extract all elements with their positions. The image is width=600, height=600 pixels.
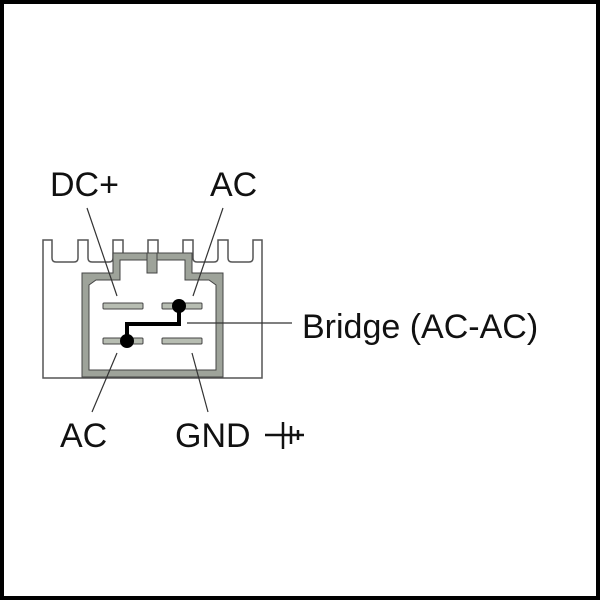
leader-ac-top xyxy=(192,207,224,297)
jumper-dot-bottom xyxy=(120,334,134,348)
label-bridge: Bridge (AC-AC) xyxy=(302,308,538,346)
housing-key xyxy=(146,252,158,274)
ground-symbol-icon xyxy=(265,422,304,449)
label-gnd: GND xyxy=(175,417,251,455)
pin-gnd xyxy=(161,337,203,345)
label-ac-top: AC xyxy=(210,166,257,204)
bridge-jumper-wire xyxy=(125,306,181,341)
leader-lines xyxy=(86,207,292,413)
leader-ac-bottom xyxy=(91,352,118,413)
label-ac-bottom: AC xyxy=(60,417,107,455)
pin-dc-plus xyxy=(102,302,144,310)
leader-gnd xyxy=(191,352,209,413)
leader-dc-plus xyxy=(86,207,118,297)
jumper-dot-top xyxy=(172,299,186,313)
label-dc-plus: DC+ xyxy=(50,166,119,204)
